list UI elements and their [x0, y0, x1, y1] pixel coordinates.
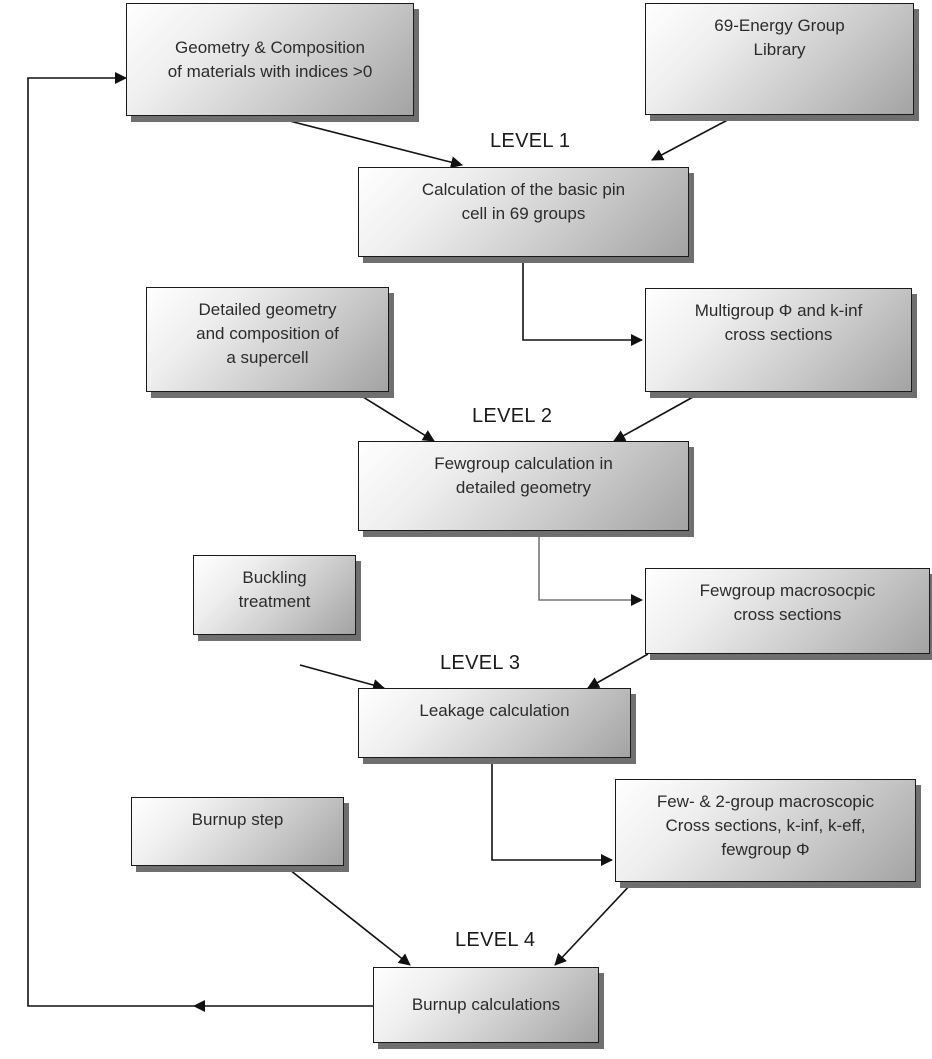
multigroup-xs-text: Multigroup Φ and k-inf cross sections	[694, 301, 863, 344]
fewgroup-xs-text: Fewgroup macrosocpic cross sections	[699, 581, 876, 624]
burnup-calc-box: Burnup calculations	[373, 967, 599, 1043]
arrow-geometry-to-pincell	[269, 115, 463, 169]
buckling-text: Buckling treatment	[238, 568, 311, 611]
basic-pin-cell-box: Calculation of the basic pin cell in 69 …	[358, 167, 689, 257]
fewgroup-xs-box: Fewgroup macrosocpic cross sections	[645, 568, 930, 654]
feedback-line	[27, 72, 194, 1007]
energy-library-text: 69-Energy Group Library	[714, 16, 845, 59]
arrow-buckling-to-leakage	[299, 664, 385, 691]
detailed-geometry-text: Detailed geometry and composition of a s…	[196, 300, 339, 367]
geometry-composition-box: Geometry & Composition of materials with…	[126, 3, 414, 116]
level-2-label: LEVEL 2	[472, 405, 553, 427]
arrow-leakage-to-few2group	[491, 758, 613, 866]
arrow-library-to-pincell	[651, 114, 738, 161]
geometry-composition-text: Geometry & Composition of materials with…	[167, 37, 373, 81]
arrow-pincell-to-multigroup	[522, 257, 643, 346]
few2group-xs-text: Few- & 2-group macroscopic Cross section…	[656, 792, 875, 859]
level-4-label: LEVEL 4	[455, 929, 536, 951]
fewgroup-calc-box: Fewgroup calculation in detailed geometr…	[358, 441, 689, 531]
burnup-step-text: Burnup step	[191, 810, 284, 829]
leakage-box: Leakage calculation	[358, 688, 631, 758]
arrow-burnupstep-to-burnupcalc	[284, 865, 411, 966]
arrow-few2group-to-burnupcalc	[554, 881, 634, 966]
energy-library-box: 69-Energy Group Library	[645, 3, 914, 115]
detailed-geometry-box: Detailed geometry and composition of a s…	[146, 287, 389, 392]
few2group-xs-box: Few- & 2-group macroscopic Cross section…	[615, 779, 916, 882]
burnup-step-box: Burnup step	[131, 797, 344, 866]
arrow-multigroup-to-fewgroup	[613, 391, 703, 442]
burnup-calc-text: Burnup calculations	[411, 995, 561, 1015]
fewgroup-calc-text: Fewgroup calculation in detailed geometr…	[434, 454, 613, 497]
buckling-box: Buckling treatment	[193, 555, 356, 635]
arrow-fewgroup-to-xs	[538, 531, 643, 606]
level-1-label: LEVEL 1	[490, 130, 571, 152]
multigroup-xs-box: Multigroup Φ and k-inf cross sections	[645, 288, 912, 392]
arrow-fewxs-to-leakage	[587, 653, 649, 689]
level-3-label: LEVEL 3	[440, 652, 521, 674]
basic-pin-cell-text: Calculation of the basic pin cell in 69 …	[421, 180, 626, 223]
arrow-detailed-to-fewgroup	[354, 391, 435, 442]
leakage-text: Leakage calculation	[419, 701, 570, 720]
